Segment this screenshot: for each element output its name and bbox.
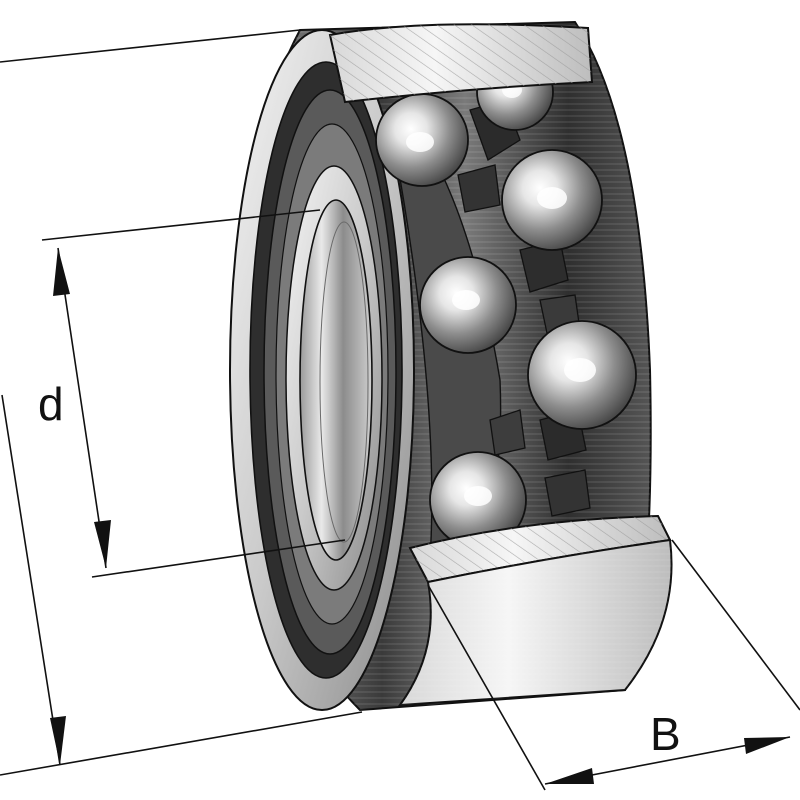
dimension-lines — [0, 29, 800, 791]
bore-extension-top — [41, 209, 321, 241]
ball — [375, 93, 469, 187]
bore-arrow-top — [53, 248, 70, 296]
outer-ring-bottom-section — [397, 514, 673, 707]
bore-extension-bottom — [91, 539, 346, 578]
ball — [527, 320, 637, 430]
width-arrow-right — [744, 737, 790, 754]
bore-diameter-line — [57, 247, 107, 569]
ball — [501, 149, 603, 251]
width-label: B — [650, 708, 681, 760]
width-extension-left — [427, 584, 546, 791]
width-arrow-left — [545, 768, 594, 784]
bore — [299, 199, 373, 561]
width-extension-right — [671, 539, 800, 711]
outer-diameter-line — [1, 394, 61, 766]
front-face — [229, 29, 415, 711]
bore-diameter-label: d — [38, 378, 64, 430]
outer-diameter-extension-top — [0, 29, 301, 63]
bore-arrow-bottom — [94, 520, 111, 568]
outer-diameter-arrow — [50, 716, 66, 765]
ball — [419, 256, 517, 354]
outer-ring-top-section — [328, 23, 594, 104]
